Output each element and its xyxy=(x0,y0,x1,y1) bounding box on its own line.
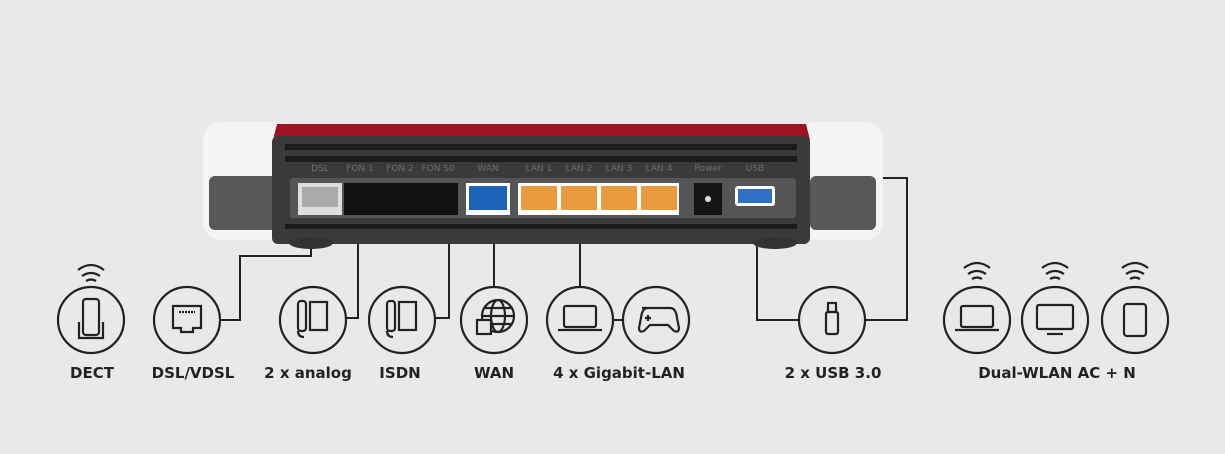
dect-phone-icon xyxy=(56,263,126,355)
wlan-tablet-icon xyxy=(1100,261,1170,355)
isdn-phone-icon xyxy=(367,285,437,355)
router xyxy=(203,122,883,249)
port-label-dsl: DSL xyxy=(311,164,329,174)
label-usb: 2 x USB 3.0 xyxy=(784,364,882,382)
label-wlan: Dual-WLAN AC + N xyxy=(978,364,1136,382)
wlan-laptop-icon xyxy=(942,261,1012,355)
wan-globe-icon xyxy=(459,285,529,355)
port-label-lan1: LAN 1 xyxy=(525,164,553,174)
port-label-fons0: FON S0 xyxy=(421,164,455,174)
port-label-wan: WAN xyxy=(477,164,499,174)
port-label-power: Power xyxy=(694,164,722,174)
label-analog: 2 x analog xyxy=(264,364,352,382)
dsl-port-icon xyxy=(152,285,222,355)
port-label-fon1: FON 1 xyxy=(346,164,374,174)
connector-lines xyxy=(220,177,908,321)
port-label-fon2: FON 2 xyxy=(386,164,414,174)
gamepad-icon xyxy=(621,285,691,355)
label-isdn: ISDN xyxy=(379,364,421,382)
port-label-usb: USB xyxy=(745,164,765,174)
wlan-monitor-icon xyxy=(1020,261,1090,355)
usb-stick-icon xyxy=(797,285,867,355)
analog-phone-icon xyxy=(278,285,348,355)
label-dsl: DSL/VDSL xyxy=(151,364,235,382)
port-label-lan4: LAN 4 xyxy=(645,164,673,174)
laptop-icon xyxy=(545,285,615,355)
label-wan: WAN xyxy=(473,364,515,382)
port-label-lan2: LAN 2 xyxy=(565,164,593,174)
label-lan: 4 x Gigabit-LAN xyxy=(553,364,685,382)
port-label-lan3: LAN 3 xyxy=(605,164,633,174)
label-dect: DECT xyxy=(70,364,114,382)
